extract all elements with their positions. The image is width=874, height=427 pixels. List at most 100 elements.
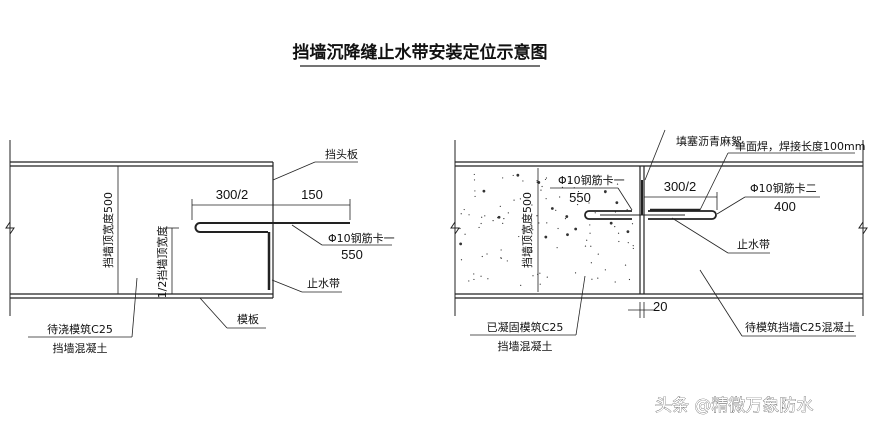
concrete-dot: [546, 276, 548, 278]
concrete-dot: [590, 262, 592, 264]
concrete-dot: [481, 216, 483, 218]
waterstop-label-right: 止水带: [737, 238, 770, 251]
concrete-dot: [482, 189, 486, 193]
concrete-dot: [561, 186, 564, 188]
concrete-dot: [584, 245, 587, 247]
rebar1-label-right: Φ10钢筋卡一: [558, 173, 625, 187]
concrete-dot: [459, 242, 463, 246]
concrete-dot: [532, 229, 534, 231]
concrete-dot: [597, 253, 599, 255]
concrete-dot: [463, 208, 465, 211]
concrete-dot: [513, 199, 515, 201]
concrete-dot: [480, 222, 482, 225]
concrete-dot: [473, 173, 475, 176]
concrete-dot: [539, 272, 541, 274]
concrete-dot: [627, 242, 629, 244]
concrete-dot: [531, 204, 533, 206]
concrete-dot: [492, 220, 494, 222]
concrete-dot: [632, 247, 634, 250]
concrete-dot: [631, 223, 634, 225]
concrete-dot: [520, 284, 522, 286]
concrete-dot: [616, 183, 619, 185]
waterstop-label: 止水带: [307, 277, 340, 290]
concrete-dot: [474, 190, 476, 192]
concrete-dot: [618, 240, 620, 243]
concrete-dot: [550, 207, 554, 210]
concrete-dot: [609, 221, 613, 225]
concrete-dot: [502, 222, 504, 225]
concrete-dot: [481, 255, 483, 258]
concrete-dot: [566, 233, 569, 237]
concrete-dot: [500, 249, 502, 251]
concrete-dot: [536, 181, 538, 183]
cured-concrete-label-1: 已凝固模筑C25: [487, 320, 564, 334]
concrete-label-1: 待浇模筑C25: [47, 322, 113, 336]
concrete-dot: [589, 232, 591, 234]
concrete-dot: [519, 198, 521, 200]
concrete-dot: [518, 235, 520, 238]
concrete-dot: [555, 209, 557, 211]
concrete-dot: [473, 278, 475, 281]
concrete-dot: [586, 239, 588, 241]
concrete-dot: [617, 232, 620, 234]
concrete-dot: [459, 227, 461, 230]
concrete-dot: [536, 215, 538, 217]
rebar2-length: 400: [774, 199, 796, 214]
concrete-dot: [576, 203, 579, 206]
concrete-dot: [502, 177, 504, 179]
concrete-dot: [531, 250, 533, 252]
concrete-dot: [512, 174, 514, 177]
concrete-dot: [604, 192, 606, 194]
concrete-dot: [478, 226, 480, 229]
concrete-dot: [473, 273, 475, 275]
concrete-dot: [604, 269, 606, 271]
concrete-dot: [538, 222, 540, 224]
concrete-dot: [506, 260, 508, 262]
width-label: 挡墙顶宽度500: [101, 192, 115, 268]
concrete-dot: [564, 218, 567, 220]
concrete-dot: [516, 173, 520, 177]
concrete-dot: [574, 227, 578, 231]
filler-label: 填塞沥青麻絮: [676, 134, 742, 148]
weld-label: 单面焊，焊接长度100mm: [735, 139, 865, 153]
concrete-hatch: [459, 173, 634, 286]
concrete-dot: [590, 245, 592, 247]
dim-150: 150: [301, 187, 323, 202]
concrete-dot: [589, 224, 591, 226]
dim-half-right: 300/2: [664, 179, 697, 194]
concrete-dot: [536, 180, 538, 182]
concrete-dot: [503, 218, 505, 220]
concrete-dot: [565, 215, 569, 218]
concrete-dot: [577, 190, 580, 193]
concrete-dot: [541, 185, 543, 188]
concrete-dot: [544, 178, 547, 181]
rebar1-length-right: 550: [569, 190, 591, 205]
right-detail: 挡墙顶宽度500 300/2 20 填塞沥青麻絮 单面焊，焊接长度100mm Φ…: [450, 129, 868, 353]
concrete-dot: [487, 278, 489, 280]
rebar2-label: Φ10钢筋卡二: [750, 181, 817, 195]
concrete-dot: [632, 245, 634, 247]
concrete-dot: [497, 215, 501, 219]
concrete-dot: [486, 253, 488, 255]
drawing-title: 挡墙沉降缝止水带安装定位示意图: [293, 42, 548, 63]
rebar-clip-1: [194, 222, 350, 233]
pending-concrete-label: 待模筑挡墙C25混凝土: [745, 320, 855, 334]
concrete-label-2: 挡墙混凝土: [53, 341, 108, 355]
formwork-label: 模板: [237, 312, 259, 326]
concrete-dot: [468, 280, 470, 282]
concrete-dot: [474, 195, 476, 198]
concrete-dot: [568, 181, 570, 183]
concrete-dot: [594, 212, 596, 214]
concrete-dot: [464, 233, 466, 235]
concrete-dot: [574, 272, 577, 274]
concrete-dot: [615, 201, 619, 205]
width-label-right: 挡墙顶宽度500: [520, 192, 534, 268]
concrete-dot: [559, 196, 561, 198]
concrete-dot: [484, 215, 486, 217]
concrete-dot: [614, 281, 616, 283]
dim-half: 300/2: [216, 187, 249, 202]
concrete-dot: [626, 230, 630, 234]
concrete-dot: [499, 205, 501, 207]
concrete-dot: [507, 212, 509, 214]
